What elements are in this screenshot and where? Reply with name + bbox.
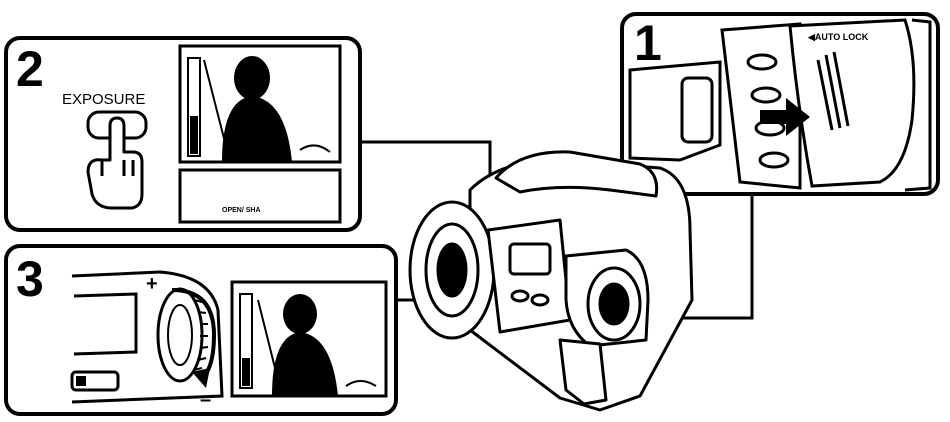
step2-exposure-level bbox=[190, 116, 198, 154]
step2-lcd-box bbox=[180, 170, 340, 222]
step3-exposure-level bbox=[242, 358, 250, 386]
exposure-dial-inner bbox=[168, 305, 192, 365]
step1-panel: 1 ◀AUTO LOCK bbox=[622, 14, 938, 194]
step1-button bbox=[760, 153, 788, 167]
dial-plus-label: + bbox=[146, 273, 158, 295]
camcorder-side-panel bbox=[488, 220, 570, 332]
side-display bbox=[510, 244, 550, 274]
dial-minus-label: – bbox=[200, 389, 211, 411]
auto-lock-switch bbox=[790, 20, 914, 186]
step1-number: 1 bbox=[634, 15, 662, 71]
step3-panel: 3 + – bbox=[6, 246, 396, 414]
step3-number: 3 bbox=[16, 251, 44, 307]
step2-number: 2 bbox=[16, 41, 44, 97]
step2-lcd-caption: OPEN/ SHA bbox=[222, 207, 261, 214]
auto-lock-label: ◀AUTO LOCK bbox=[807, 32, 869, 42]
side-button bbox=[512, 291, 528, 301]
step1-button bbox=[752, 88, 780, 102]
camcorder bbox=[410, 152, 692, 410]
side-button bbox=[532, 295, 548, 305]
exposure-label: EXPOSURE bbox=[62, 91, 145, 108]
step3-switch-knob bbox=[76, 376, 86, 386]
lens-glass bbox=[438, 244, 466, 296]
eyepiece-glass bbox=[600, 284, 628, 324]
step1-button bbox=[748, 55, 776, 69]
step2-panel: 2 EXPOSURE OPEN/ SHA bbox=[6, 38, 360, 230]
